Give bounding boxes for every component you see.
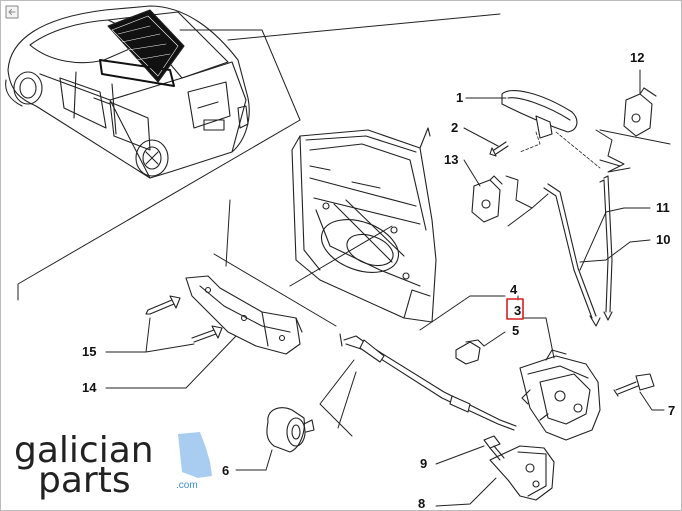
logo-word-galician: galician <box>14 430 154 471</box>
part-10-11-rods <box>543 175 613 327</box>
rod-leaders <box>319 359 357 437</box>
part-13-bracket <box>471 175 503 223</box>
car-illustration <box>5 5 250 179</box>
logo-word-parts: parts <box>38 460 131 501</box>
part-8-plate <box>489 445 555 501</box>
rod-brackets <box>505 129 631 227</box>
handle-leaders <box>519 131 601 169</box>
car-door-highlight <box>99 9 185 87</box>
callout-14: 14 <box>82 380 97 395</box>
callout-3: 3 <box>514 303 521 318</box>
callout-labels: 1 2 3 4 5 6 7 8 9 10 11 12 13 14 15 <box>82 50 675 511</box>
car-leader-lines <box>17 13 501 301</box>
part-2-screw <box>489 141 509 157</box>
part-3-lock <box>519 349 601 441</box>
logo-domain: .com <box>176 480 198 491</box>
callout-6: 6 <box>222 463 229 478</box>
door-frame <box>291 127 437 323</box>
part-7-screw <box>613 373 655 397</box>
logo-map-shape <box>178 432 212 478</box>
door-leaders <box>213 199 506 331</box>
part-14-bracket <box>185 275 303 355</box>
callout-13: 13 <box>444 152 458 167</box>
part-4-rod <box>339 333 517 431</box>
part-5-clip <box>455 339 485 365</box>
callout-10: 10 <box>656 232 670 247</box>
callout-1: 1 <box>456 90 463 105</box>
callout-12: 12 <box>630 50 644 65</box>
callout-5: 5 <box>512 323 519 338</box>
callout-3-highlight <box>506 298 524 320</box>
callout-7: 7 <box>668 403 675 418</box>
part-9-screw <box>483 435 505 461</box>
expand-icon[interactable] <box>5 5 19 19</box>
callout-15: 15 <box>82 344 96 359</box>
part-15-screws <box>145 295 223 343</box>
callout-8: 8 <box>418 496 425 511</box>
part-1-handle <box>501 90 578 139</box>
callout-2: 2 <box>451 120 458 135</box>
watermark-logo: galician parts .com <box>14 430 212 501</box>
callout-9: 9 <box>420 456 427 471</box>
callout-4: 4 <box>510 282 518 297</box>
callout-11: 11 <box>656 200 670 215</box>
part-12-bracket <box>623 87 657 137</box>
part-6-clip <box>266 407 315 453</box>
